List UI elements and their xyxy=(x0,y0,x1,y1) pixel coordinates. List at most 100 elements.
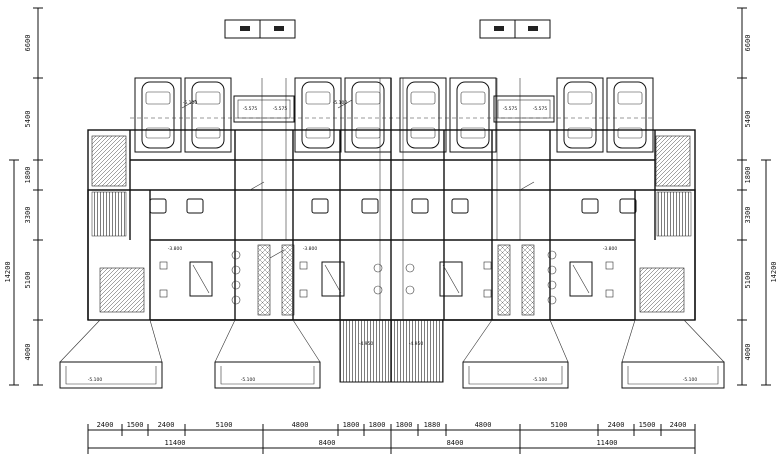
bottom-dim-label: 1880 xyxy=(424,421,441,429)
bottom-dim-label: 1800 xyxy=(369,421,386,429)
chair xyxy=(483,261,492,270)
bottom-dim-label: 2400 xyxy=(670,421,687,429)
seat xyxy=(361,198,379,214)
stool xyxy=(547,280,557,290)
stool xyxy=(405,263,415,273)
parking-space xyxy=(294,77,342,153)
stair-well xyxy=(493,95,555,123)
elevation-label: -5.100 xyxy=(683,377,698,383)
stool xyxy=(231,250,241,260)
stair-well xyxy=(233,95,295,123)
bottom-decks xyxy=(59,319,725,389)
bottom-dim-label: 4800 xyxy=(475,421,492,429)
left-dim-label: 14200 xyxy=(4,261,12,282)
stool xyxy=(405,285,415,295)
leader-line xyxy=(249,181,265,191)
stool xyxy=(231,280,241,290)
corner-courts xyxy=(91,135,692,313)
bottom-dim-label: 2400 xyxy=(158,421,175,429)
chair xyxy=(299,261,308,270)
stool xyxy=(547,295,557,305)
table xyxy=(189,261,213,297)
table xyxy=(569,261,593,297)
elevation-label: -4.950 xyxy=(409,341,424,347)
elevation-label: -5.575 xyxy=(503,106,518,112)
left-dimension-chain xyxy=(9,7,43,386)
bottom-dim-label: 4800 xyxy=(292,421,309,429)
stool xyxy=(231,295,241,305)
bottom-dim-label: 5100 xyxy=(216,421,233,429)
left-dim-label: 1800 xyxy=(24,167,32,184)
parking-space xyxy=(556,77,604,153)
chair xyxy=(483,289,492,298)
seat xyxy=(186,198,204,214)
elevation-label: -3.800 xyxy=(303,246,318,252)
left-dim-label: 6600 xyxy=(24,35,32,52)
seat xyxy=(451,198,469,214)
planter xyxy=(257,244,271,316)
top-label-boxes xyxy=(224,19,551,39)
chair xyxy=(605,289,614,298)
parking-space xyxy=(449,77,497,153)
elevation-label: -3.800 xyxy=(168,246,183,252)
bottom-total-label: 11400 xyxy=(596,439,617,447)
left-dim-label: 4000 xyxy=(24,344,32,361)
bottom-dimension-chain xyxy=(87,424,696,454)
right-dim-label: 14200 xyxy=(770,261,778,282)
parking-space xyxy=(184,77,232,153)
elevation-label: -5.100 xyxy=(88,377,103,383)
seat xyxy=(581,198,599,214)
right-dim-label: 5400 xyxy=(744,111,752,128)
bottom-dim-label: 5100 xyxy=(551,421,568,429)
parking-space xyxy=(606,77,654,153)
central-deck xyxy=(339,319,444,383)
parking-space xyxy=(344,77,392,153)
right-dim-label: 1800 xyxy=(744,167,752,184)
chair xyxy=(159,289,168,298)
bottom-total-label: 8400 xyxy=(447,439,464,447)
bottom-dim-label: 1500 xyxy=(127,421,144,429)
planter xyxy=(497,244,511,316)
chair xyxy=(299,289,308,298)
bottom-dim-label: 2400 xyxy=(97,421,114,429)
elevation-label: -5.575 xyxy=(533,106,548,112)
seat xyxy=(149,198,167,214)
elevation-label: -4.950 xyxy=(359,341,374,347)
leader-line xyxy=(181,99,197,109)
stool xyxy=(373,285,383,295)
parking-space xyxy=(399,77,447,153)
chair xyxy=(605,261,614,270)
right-dim-label: 3300 xyxy=(744,207,752,224)
bottom-dim-label: 1500 xyxy=(639,421,656,429)
building-outline xyxy=(87,78,696,321)
leader-line xyxy=(269,249,285,259)
leader-line xyxy=(519,181,535,191)
bottom-dim-label: 2400 xyxy=(608,421,625,429)
parking-row xyxy=(130,77,655,320)
table xyxy=(321,261,345,297)
right-dim-label: 5100 xyxy=(744,272,752,289)
bottom-dim-label: 1800 xyxy=(396,421,413,429)
elevation-label: -5.100 xyxy=(333,100,348,106)
elevation-label: -5.100 xyxy=(183,100,198,106)
right-dimension-chain xyxy=(737,7,771,386)
left-dim-label: 3300 xyxy=(24,207,32,224)
bottom-total-label: 8400 xyxy=(319,439,336,447)
elevation-label: -5.575 xyxy=(273,106,288,112)
seat xyxy=(619,198,637,214)
stool xyxy=(231,265,241,275)
left-dim-label: 5100 xyxy=(24,272,32,289)
chair xyxy=(159,261,168,270)
elevation-label: -3.800 xyxy=(603,246,618,252)
elevation-label: -5.100 xyxy=(241,377,256,383)
right-dim-label: 4000 xyxy=(744,344,752,361)
table xyxy=(439,261,463,297)
parking-space xyxy=(134,77,182,153)
stool xyxy=(373,263,383,273)
seat xyxy=(311,198,329,214)
interior-furniture xyxy=(149,99,637,316)
leader-line xyxy=(337,99,353,109)
